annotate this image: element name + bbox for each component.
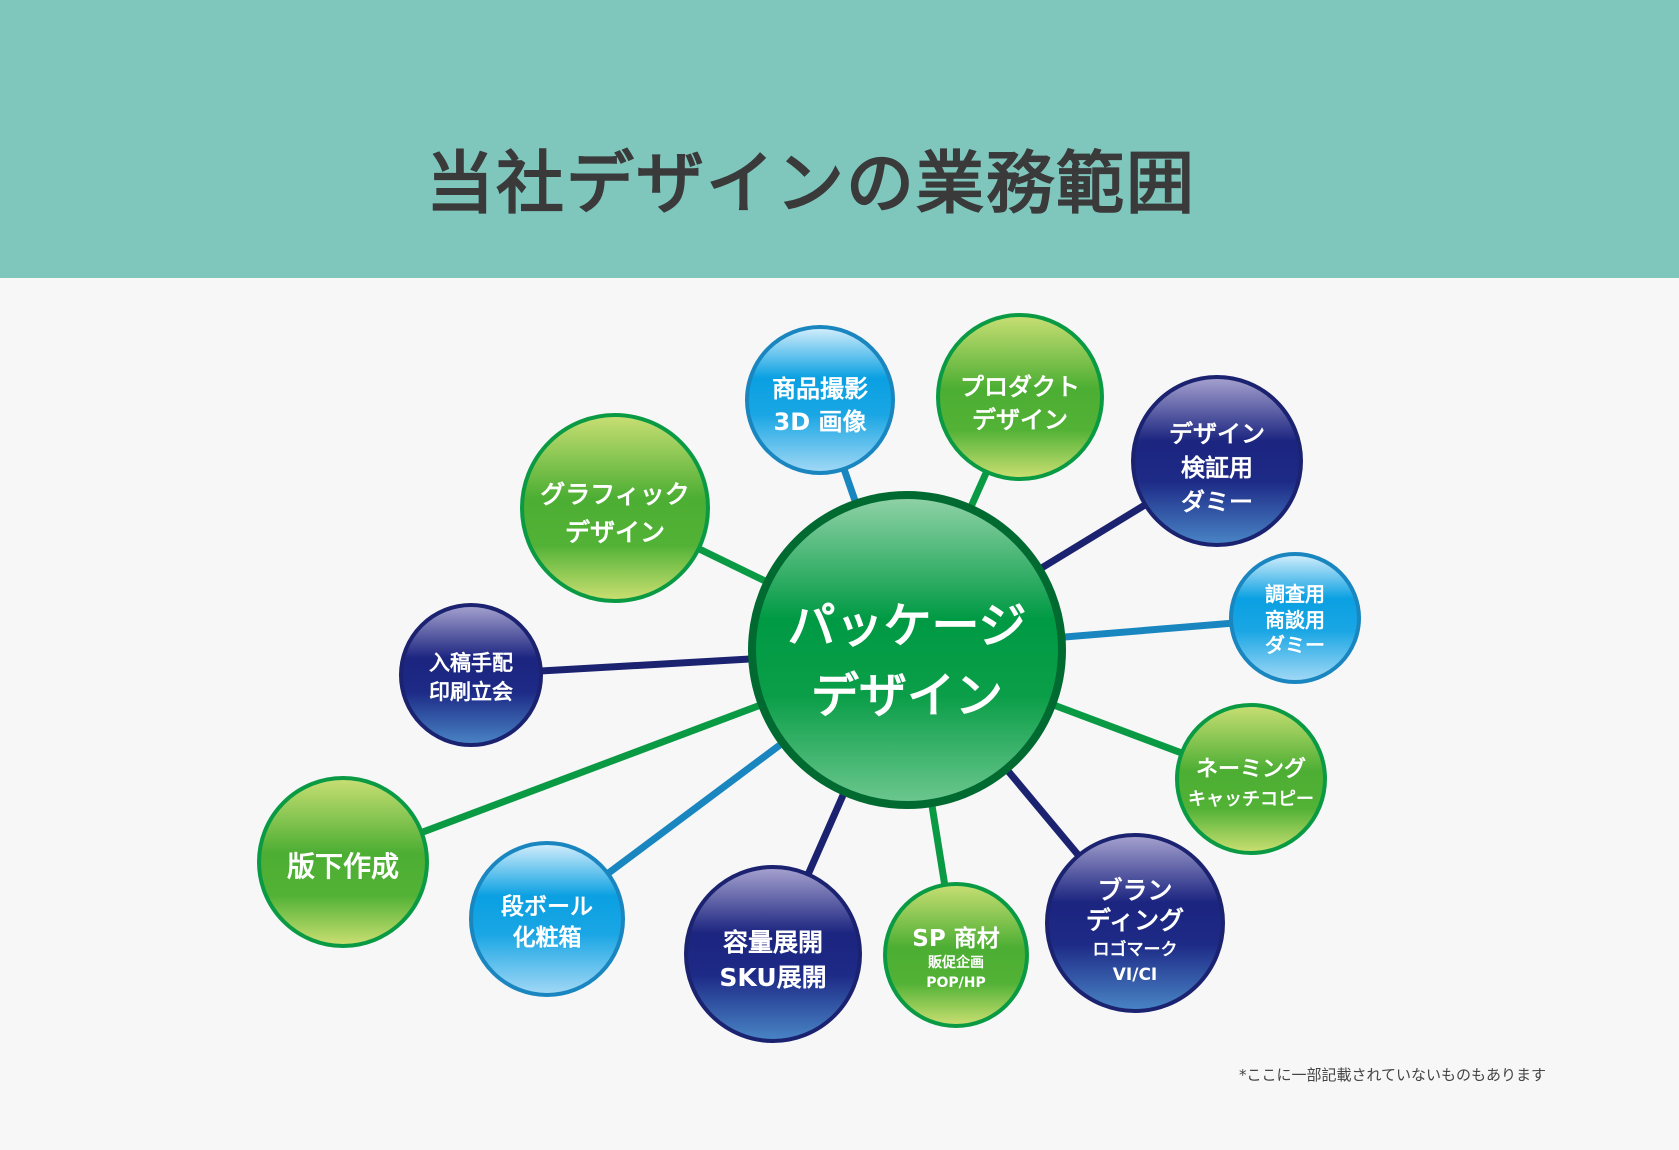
svg-text:ネーミングキャッチコピー: ネーミングキャッチコピー [1188, 756, 1314, 810]
node-dummy: デザイン検証用ダミー [1131, 375, 1303, 547]
node-block: 版下作成 [257, 776, 429, 948]
svg-text:グラフィックデザイン: グラフィックデザイン [540, 480, 690, 547]
svg-text:版下作成: 版下作成 [287, 850, 399, 883]
node-product: プロダクトデザイン [936, 313, 1104, 481]
node-naming: ネーミングキャッチコピー [1175, 703, 1327, 855]
svg-text:調査用商談用ダミー: 調査用商談用ダミー [1265, 582, 1325, 657]
node-research: 調査用商談用ダミー [1229, 552, 1361, 684]
center-node: パッケージデザイン [748, 491, 1066, 809]
footnote: *ここに一部記載されていないものもあります [1239, 1066, 1547, 1084]
page-title: 当社デザインの業務範囲 [425, 145, 1196, 224]
svg-text:入稿手配印刷立会: 入稿手配印刷立会 [429, 651, 513, 704]
svg-text:プロダクトデザイン: プロダクトデザイン [960, 373, 1080, 434]
node-printing: 入稿手配印刷立会 [399, 603, 543, 747]
node-cardboard: 段ボール化粧箱 [469, 841, 625, 997]
node-graphic: グラフィックデザイン [520, 413, 710, 603]
svg-text:段ボール化粧箱: 段ボール化粧箱 [501, 893, 593, 951]
header-banner [0, 0, 1679, 278]
svg-text:パッケージデザイン: パッケージデザイン [787, 598, 1026, 724]
svg-text:デザイン検証用ダミー: デザイン検証用ダミー [1169, 420, 1265, 516]
